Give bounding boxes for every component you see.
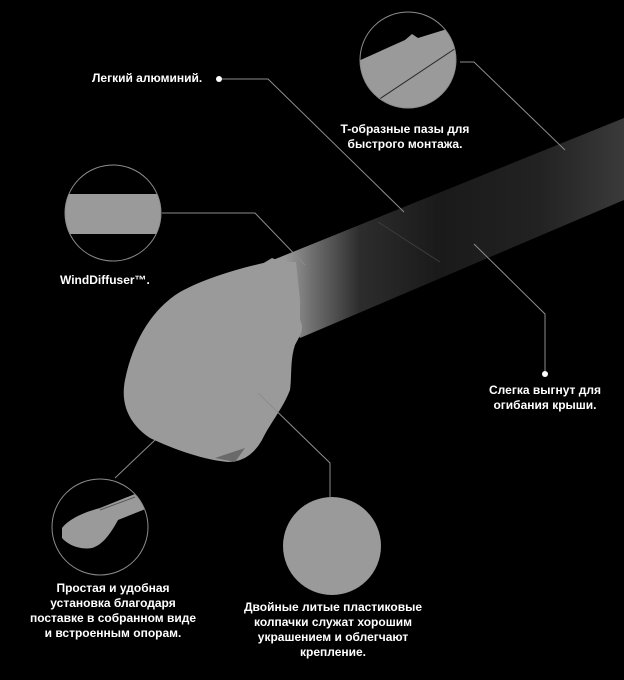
- leader-installation: [114, 439, 156, 479]
- label-curved: Слегка выгнут для огибания крыши.: [489, 383, 601, 412]
- label-t-slots: T-образные пазы для быстрого монтажа.: [340, 122, 470, 151]
- label-winddiffuser: WindDiffuser™.: [60, 273, 150, 287]
- leader-aluminum: [220, 78, 405, 213]
- leader-curved: [473, 243, 546, 372]
- leader-winddiffuser: [162, 212, 306, 266]
- foot-bracket: [123, 262, 303, 462]
- detail-circle-foot: [51, 478, 149, 576]
- dot-curved: [542, 371, 548, 377]
- leader-t-slots: [460, 61, 566, 151]
- label-installation: Простая и удобная установка благодаря по…: [29, 581, 197, 640]
- leader-caps: [257, 392, 331, 497]
- detail-circle-t-slot: [359, 11, 457, 109]
- dot-aluminum: [216, 76, 222, 82]
- roof-bar: [268, 118, 624, 338]
- detail-circle-winddiffuser: [64, 164, 162, 262]
- detail-circle-cap: [283, 497, 381, 595]
- label-aluminum: Легкий алюминий.: [92, 71, 203, 85]
- label-caps: Двойные литые пластиковые колпачки служа…: [243, 600, 423, 659]
